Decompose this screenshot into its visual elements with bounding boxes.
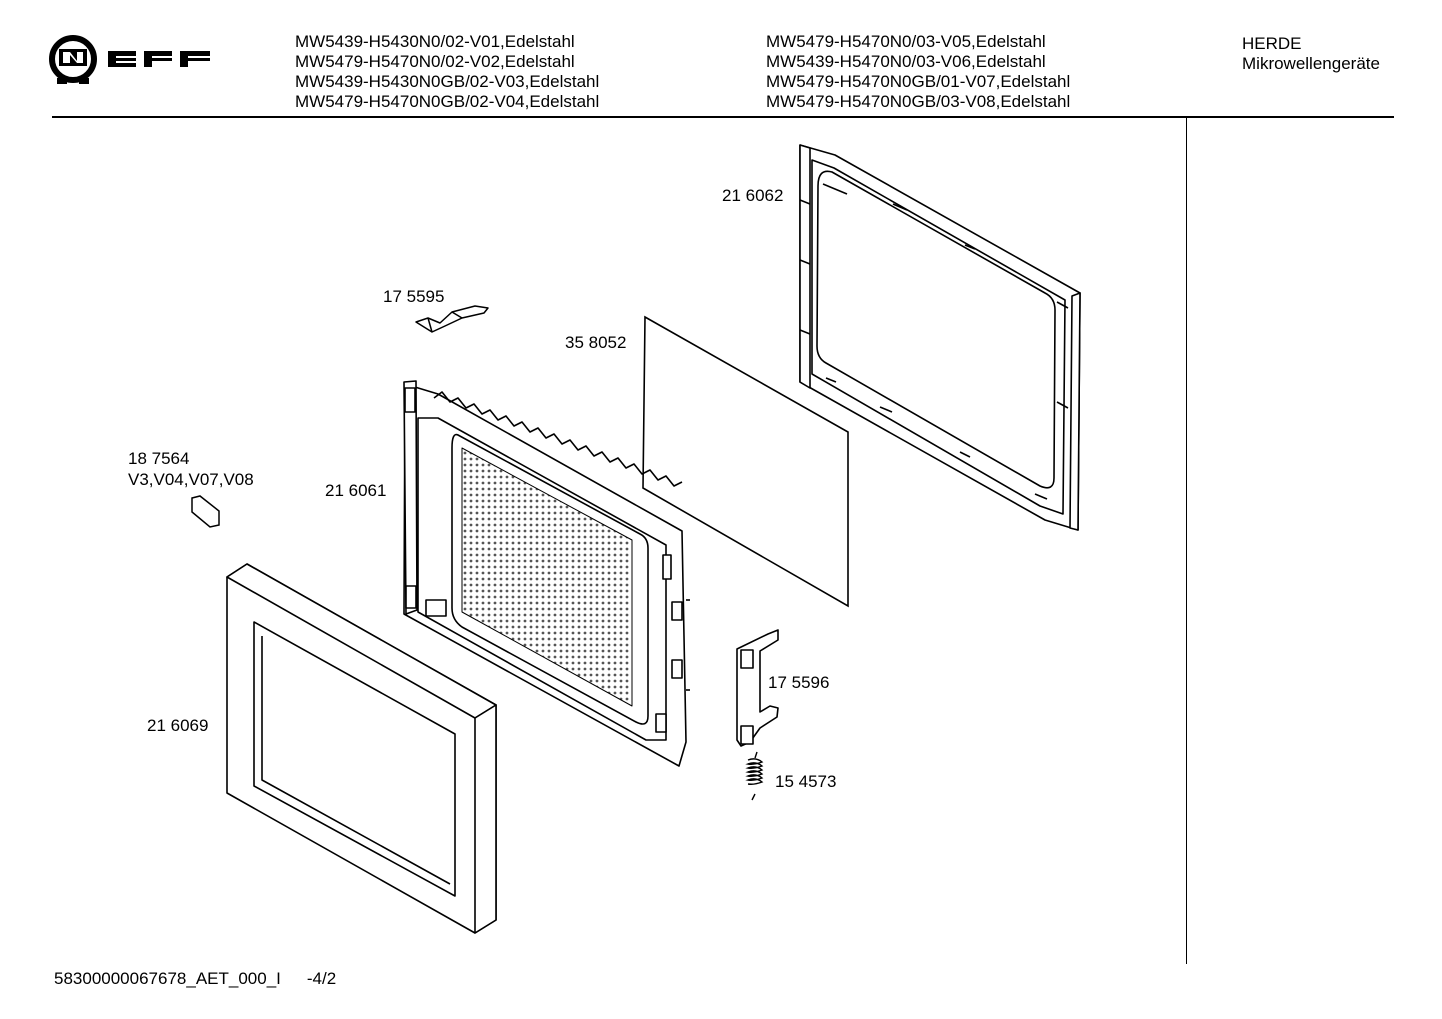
model-line: MW5479-H5470N0/02-V02,Edelstahl [295, 52, 575, 71]
part-number-label: 21 6061 [325, 481, 387, 500]
part-175596-latch [736, 629, 779, 747]
model-line: MW5439-H5430N0GB/02-V03,Edelstahl [295, 72, 600, 91]
page-number: -4/2 [306, 969, 337, 988]
model-line: MW5479-H5470N0GB/02-V04,Edelstahl [295, 92, 600, 111]
model-list-left: MW5439-H5430N0/02-V01,Edelstahl MW5479-H… [295, 32, 599, 112]
model-line: MW5479-H5470N0GB/03-V08,Edelstahl [766, 92, 1071, 111]
part-175595-clip [415, 305, 489, 333]
category-subtitle: Mikrowellengeräte [1242, 54, 1380, 73]
part-154573-spring [745, 751, 764, 801]
part-358052-glass [642, 315, 849, 608]
part-number-label: 17 5595 [383, 287, 445, 306]
part-216069-front-frame [226, 563, 497, 934]
document-footer: 58300000067678_AET_000_I -4/2 [54, 969, 336, 989]
part-216061-door-panel [403, 380, 690, 767]
category-title: HERDE [1242, 34, 1302, 53]
part-number-label: 17 5596 [768, 673, 830, 692]
model-line: MW5479-H5470N0/03-V05,Edelstahl [766, 32, 1046, 51]
model-list-right: MW5479-H5470N0/03-V05,Edelstahl MW5439-H… [766, 32, 1070, 112]
document-id: 58300000067678_AET_000_I [54, 969, 281, 988]
model-line: MW5439-H5430N0/02-V01,Edelstahl [295, 32, 575, 51]
header-divider [52, 116, 1394, 118]
side-divider [1186, 118, 1187, 964]
part-216062-frame [799, 144, 1081, 531]
model-line: MW5479-H5470N0GB/01-V07,Edelstahl [766, 72, 1071, 91]
part-number-label: 15 4573 [775, 772, 837, 791]
part-number-label: 21 6062 [722, 186, 784, 205]
part-number-label: 21 6069 [147, 716, 209, 735]
model-line: MW5439-H5470N0/03-V06,Edelstahl [766, 52, 1046, 71]
part-number-label: 18 7564 [128, 449, 190, 468]
neff-logo [49, 35, 210, 84]
part-variant-label: V3,V04,V07,V08 [128, 470, 254, 489]
part-number-label: 35 8052 [565, 333, 627, 352]
category-block: HERDE Mikrowellengeräte [1242, 34, 1380, 74]
part-187564-plate [191, 495, 220, 528]
